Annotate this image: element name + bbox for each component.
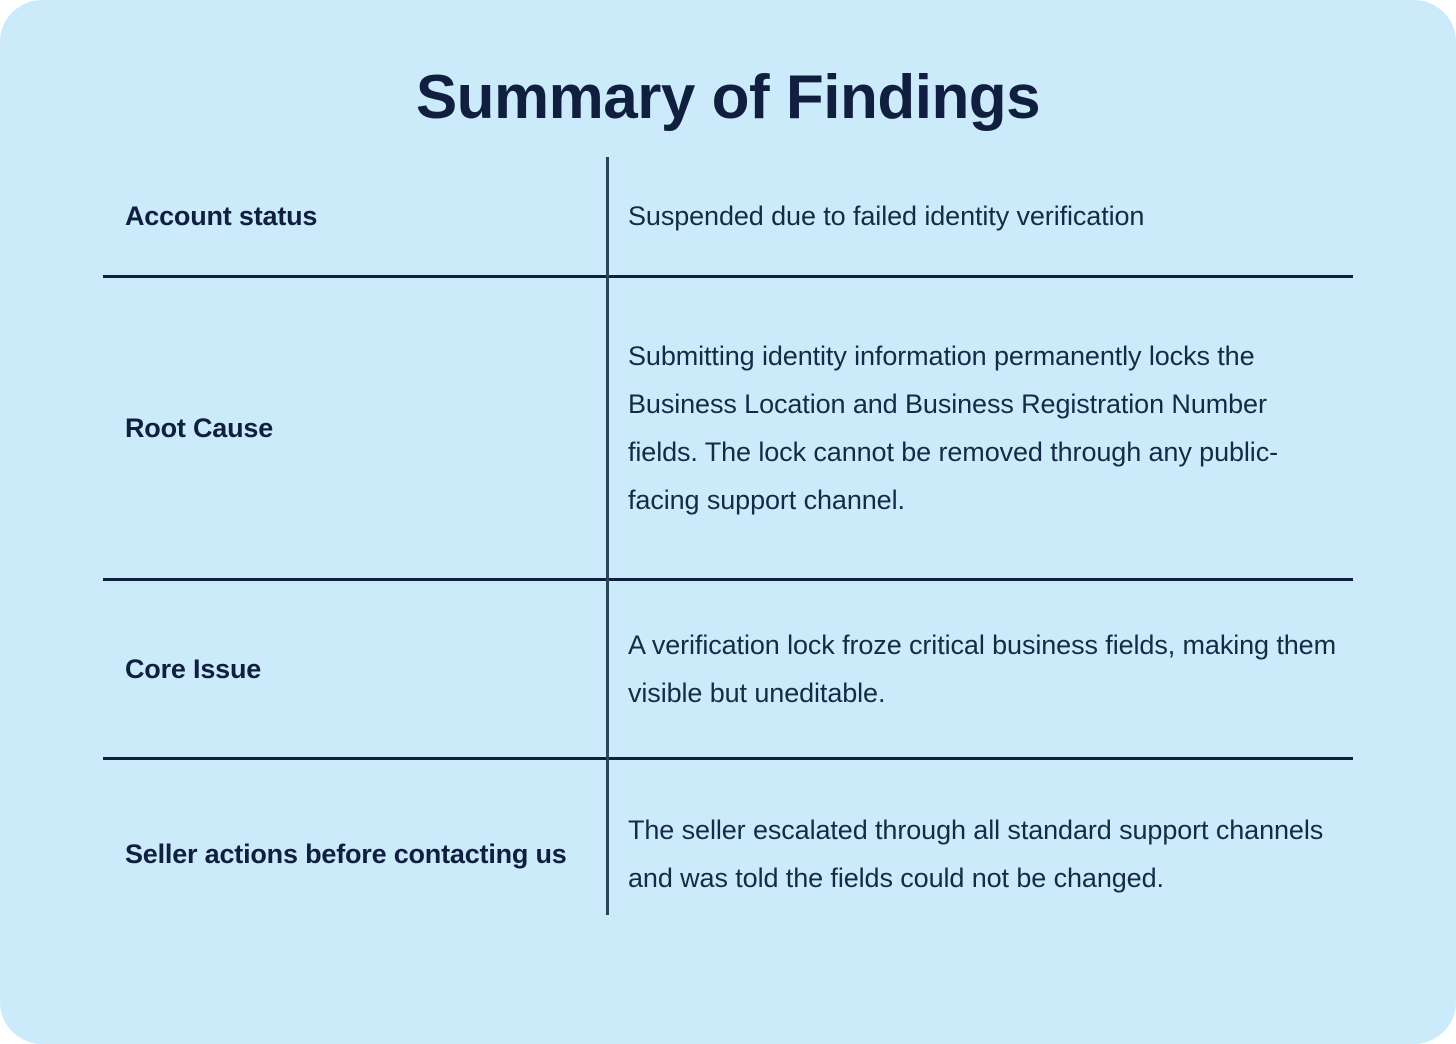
table-cell-value: Submitting identity information permanen… bbox=[606, 278, 1353, 578]
table-cell-label: Seller actions before contacting us bbox=[103, 760, 606, 948]
table-cell-label: Account status bbox=[103, 157, 606, 275]
table-row: Seller actions before contacting us The … bbox=[103, 760, 1353, 948]
column-divider bbox=[606, 157, 609, 916]
table-row: Root Cause Submitting identity informati… bbox=[103, 278, 1353, 582]
table-cell-label: Core Issue bbox=[103, 581, 606, 757]
table-row: Account status Suspended due to failed i… bbox=[103, 157, 1353, 279]
row-label-root-cause: Root Cause bbox=[125, 412, 274, 443]
page-title: Summary of Findings bbox=[415, 63, 1041, 132]
table-cell-label: Root Cause bbox=[103, 278, 606, 578]
findings-table: Account status Suspended due to failed i… bbox=[103, 157, 1353, 948]
table-cell-value: Suspended due to failed identity verific… bbox=[606, 157, 1353, 275]
row-value-core-issue: A verification lock froze critical busin… bbox=[628, 630, 1336, 709]
row-value-seller-actions: The seller escalated through all standar… bbox=[628, 815, 1324, 894]
table-row: Core Issue A verification lock froze cri… bbox=[103, 581, 1353, 761]
row-label-seller-actions: Seller actions before contacting us bbox=[125, 838, 567, 869]
table-cell-value: A verification lock froze critical busin… bbox=[606, 581, 1353, 757]
row-value-root-cause: Submitting identity information permanen… bbox=[628, 341, 1278, 516]
row-value-account-status: Suspended due to failed identity verific… bbox=[628, 201, 1145, 232]
row-label-core-issue: Core Issue bbox=[125, 653, 262, 684]
row-label-account-status: Account status bbox=[125, 200, 318, 231]
table-cell-value: The seller escalated through all standar… bbox=[606, 760, 1353, 948]
